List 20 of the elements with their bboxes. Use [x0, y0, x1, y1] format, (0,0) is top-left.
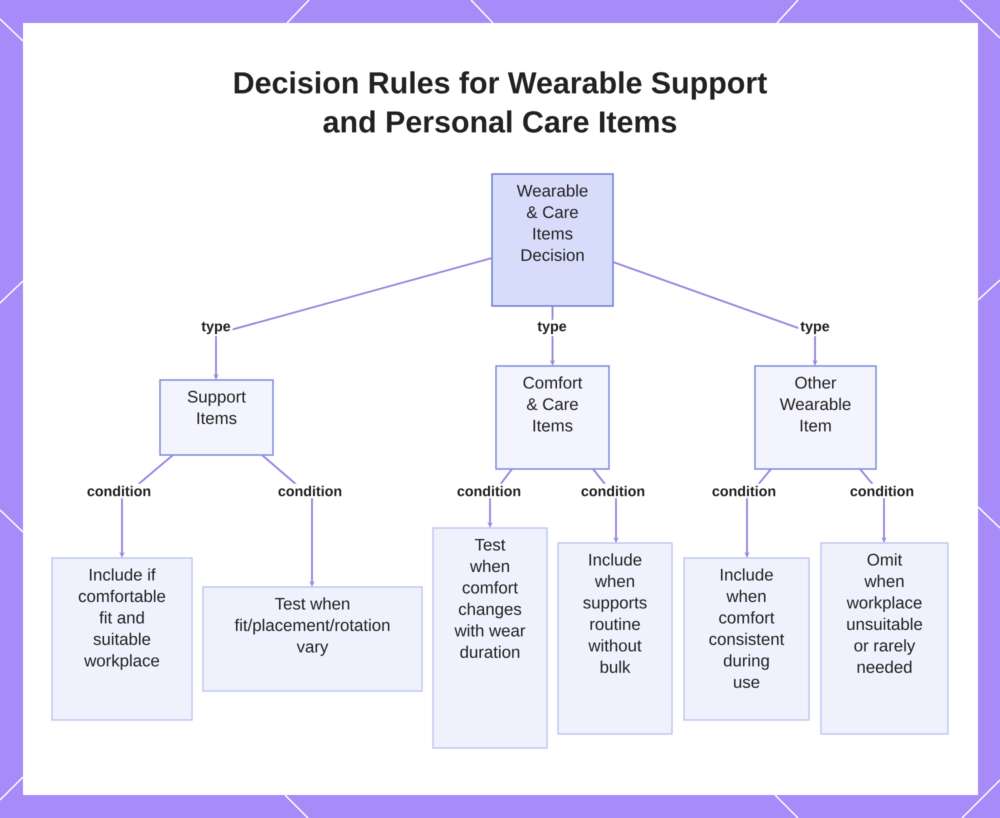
- leaf-box: Omit when workplace unsuitable or rarely needed: [820, 542, 949, 735]
- title: Decision Rules for Wearable Support and Personal Care Items: [234, 71, 767, 133]
- edge-label: type: [199, 320, 233, 336]
- edge-label: condition: [578, 484, 648, 498]
- branch-box: Comfort & Care Items: [495, 365, 610, 470]
- edge-label: condition: [710, 484, 778, 498]
- root-box: Wearable & Care Items Decision: [491, 173, 614, 307]
- edge-label: condition: [84, 484, 154, 498]
- edge-label: type: [798, 320, 832, 336]
- leaf-box: Include when supports routine without bulk: [557, 542, 673, 735]
- edge-label: condition: [848, 484, 916, 498]
- leaf-box: Test when comfort changes with wear duration: [432, 527, 548, 749]
- edge-label: condition: [454, 484, 524, 498]
- leaf-box: Include if comfortable fit and suitable workplace: [51, 557, 193, 721]
- branch-box: Other Wearable Item: [754, 365, 877, 470]
- branch-box: Support Items: [159, 379, 274, 456]
- leaf-box: Include when comfort consistent during use: [683, 557, 810, 721]
- leaf-box: Test when fit/placement/rotation vary: [202, 586, 423, 692]
- edge-label: condition: [276, 484, 344, 498]
- edge-label: type: [535, 320, 569, 336]
